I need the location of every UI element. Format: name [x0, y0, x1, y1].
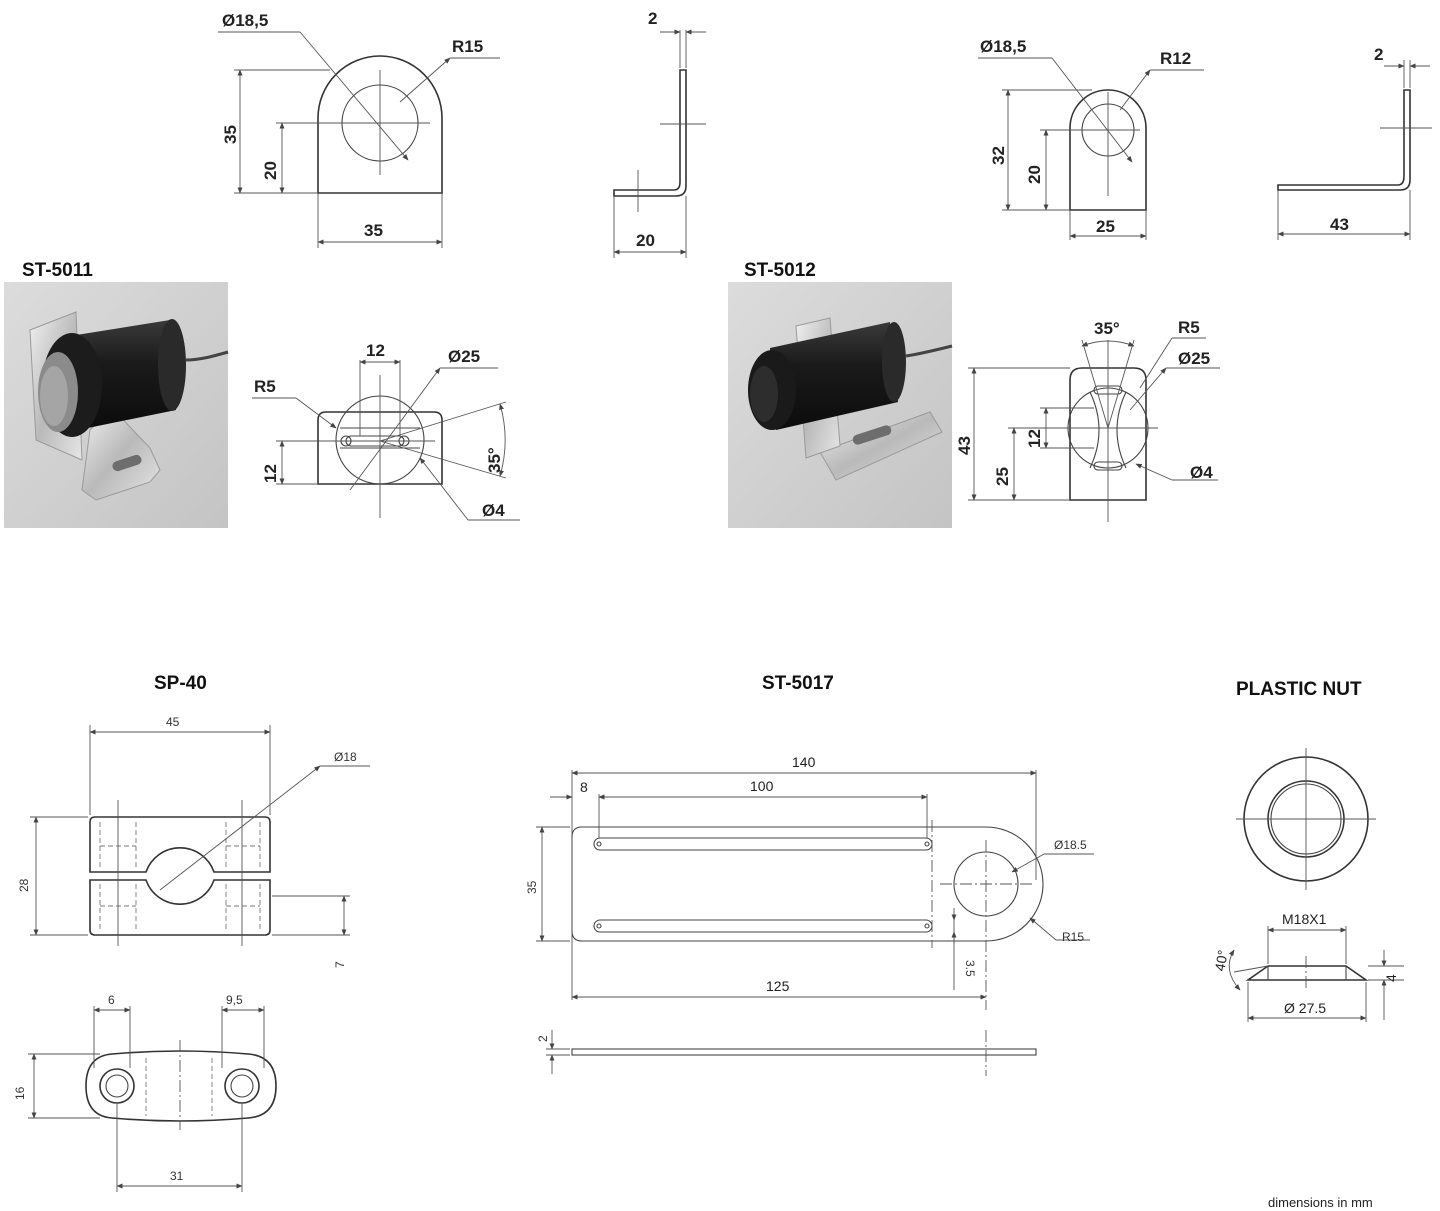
- plastic-nut-diameter-label: Ø 27.5: [1284, 1000, 1326, 1016]
- st5017-hole-dia-label: Ø18.5: [1054, 838, 1087, 852]
- plastic-nut-thread-label: M18X1: [1282, 911, 1327, 927]
- plastic-nut-height-label: 4: [1383, 974, 1399, 982]
- st5017-slot-offset-label: 3.5: [963, 960, 977, 977]
- st5017-title: ST-5017: [762, 673, 834, 694]
- st5012-center-height-label: 25: [993, 467, 1012, 486]
- sp40-width-label: 45: [166, 715, 180, 729]
- st5012-radius-label: R12: [1160, 49, 1191, 68]
- st5012-hole-dia-label: Ø4: [1190, 463, 1213, 482]
- sp40-bottom-view: 6 9,5 16 31: [13, 993, 277, 1192]
- st5012-width-label: 25: [1096, 217, 1115, 236]
- st5017-offset-label: 8: [580, 779, 588, 795]
- st5017-length-label: 140: [792, 754, 816, 770]
- st5012-height-label: 43: [955, 436, 974, 455]
- plastic-nut-top-view: [1236, 748, 1376, 890]
- plastic-nut-title: PLASTIC NUT: [1236, 679, 1362, 700]
- st5011-hole-dia-label: Ø4: [482, 501, 505, 520]
- sp40-height-label: 28: [17, 878, 31, 892]
- st5017-profile-view: 2: [536, 1030, 1037, 1076]
- st5011-radius-label: R15: [452, 37, 483, 56]
- st5012-bottom-view: 35° R5 Ø25 43 12 25 Ø4: [955, 318, 1220, 522]
- sp40-bottom-height-label: 16: [13, 1086, 27, 1100]
- st5012-thickness-label: 2: [1374, 45, 1383, 64]
- st5011-slot-offset-label: 12: [261, 464, 280, 483]
- sp40-title: SP-40: [154, 673, 207, 694]
- st5011-slot-spacing-label: 12: [366, 341, 385, 360]
- st5017-plan-view: 140 8 100 35 Ø18.5 R15 3.5 125: [525, 754, 1094, 1010]
- st5017-thickness-label: 2: [536, 1035, 550, 1042]
- sp40-gap-label: 7: [333, 961, 347, 968]
- st5011-bottom-view: 12 Ø25 R5 12 35° Ø4: [252, 341, 520, 521]
- st5011-front-view: Ø18,5 R15 35 20 35: [218, 11, 500, 248]
- st5012-side-view: 2 43: [1277, 45, 1432, 240]
- st5011-center-height-label: 20: [261, 161, 280, 180]
- sp40-top-view: 45 Ø18 28 7: [17, 715, 370, 968]
- st5017-radius-label: R15: [1062, 930, 1084, 944]
- st5011-angle-label: 35°: [485, 447, 504, 473]
- st5011-sensor-dia-label: Ø25: [448, 347, 480, 366]
- sp40-dia-label: Ø18: [334, 750, 357, 764]
- st5012-center-height-label: 20: [1025, 165, 1044, 184]
- st5012-slot-width-label: 12: [1025, 429, 1044, 448]
- dimensions-note: dimensions in mm: [1268, 1195, 1373, 1210]
- st5017-width-label: 35: [525, 880, 539, 894]
- st5012-sensor-dia-label: Ø25: [1178, 349, 1210, 368]
- st5011-product-photo: [4, 282, 229, 528]
- st5012-product-photo: [728, 282, 953, 528]
- st5012-slot-radius-label: R5: [1178, 318, 1200, 337]
- st5012-front-view: Ø18,5 R12 32 20 25: [978, 37, 1204, 240]
- st5011-title: ST-5011: [22, 260, 93, 281]
- st5012-leg-label: 43: [1330, 215, 1349, 234]
- st5017-center-distance-label: 125: [766, 978, 790, 994]
- plastic-nut-angle-label: 40°: [1211, 949, 1230, 973]
- st5011-height-label: 35: [221, 125, 240, 144]
- plastic-nut-side-view: M18X1 40° Ø 27.5 4: [1211, 911, 1404, 1022]
- st5011-slot-radius-label: R5: [254, 377, 276, 396]
- st5011-dia-label: Ø18,5: [222, 11, 268, 30]
- st5012-title: ST-5012: [744, 260, 816, 281]
- sp40-spacing-label: 31: [170, 1169, 184, 1183]
- st5011-width-label: 35: [364, 221, 383, 240]
- sp40-left-hole-label: 6: [108, 993, 115, 1007]
- st5011-side-view: 2 20: [613, 9, 706, 258]
- st5012-angle-label: 35°: [1094, 319, 1120, 338]
- sp40-right-hole-label: 9,5: [226, 993, 243, 1007]
- st5017-slot-length-label: 100: [750, 778, 774, 794]
- st5011-thickness-label: 2: [648, 9, 657, 28]
- st5011-leg-label: 20: [636, 231, 655, 250]
- st5012-height-label: 32: [989, 146, 1008, 165]
- st5012-dia-label: Ø18,5: [980, 37, 1026, 56]
